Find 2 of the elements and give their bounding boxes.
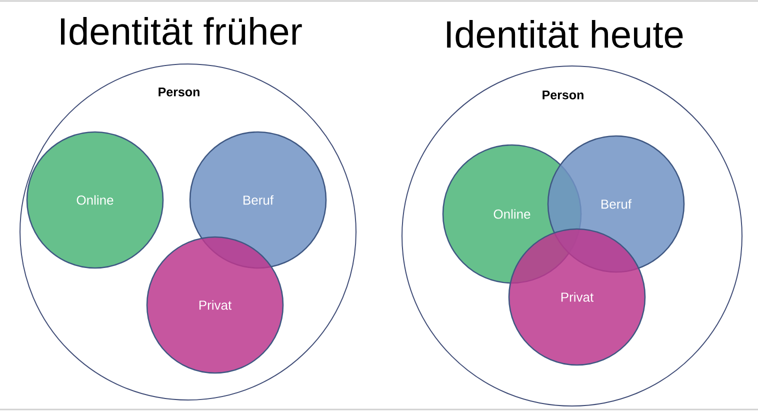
panel-title: Identität heute [447,20,683,48]
panel-title: Identität früher [61,17,302,45]
